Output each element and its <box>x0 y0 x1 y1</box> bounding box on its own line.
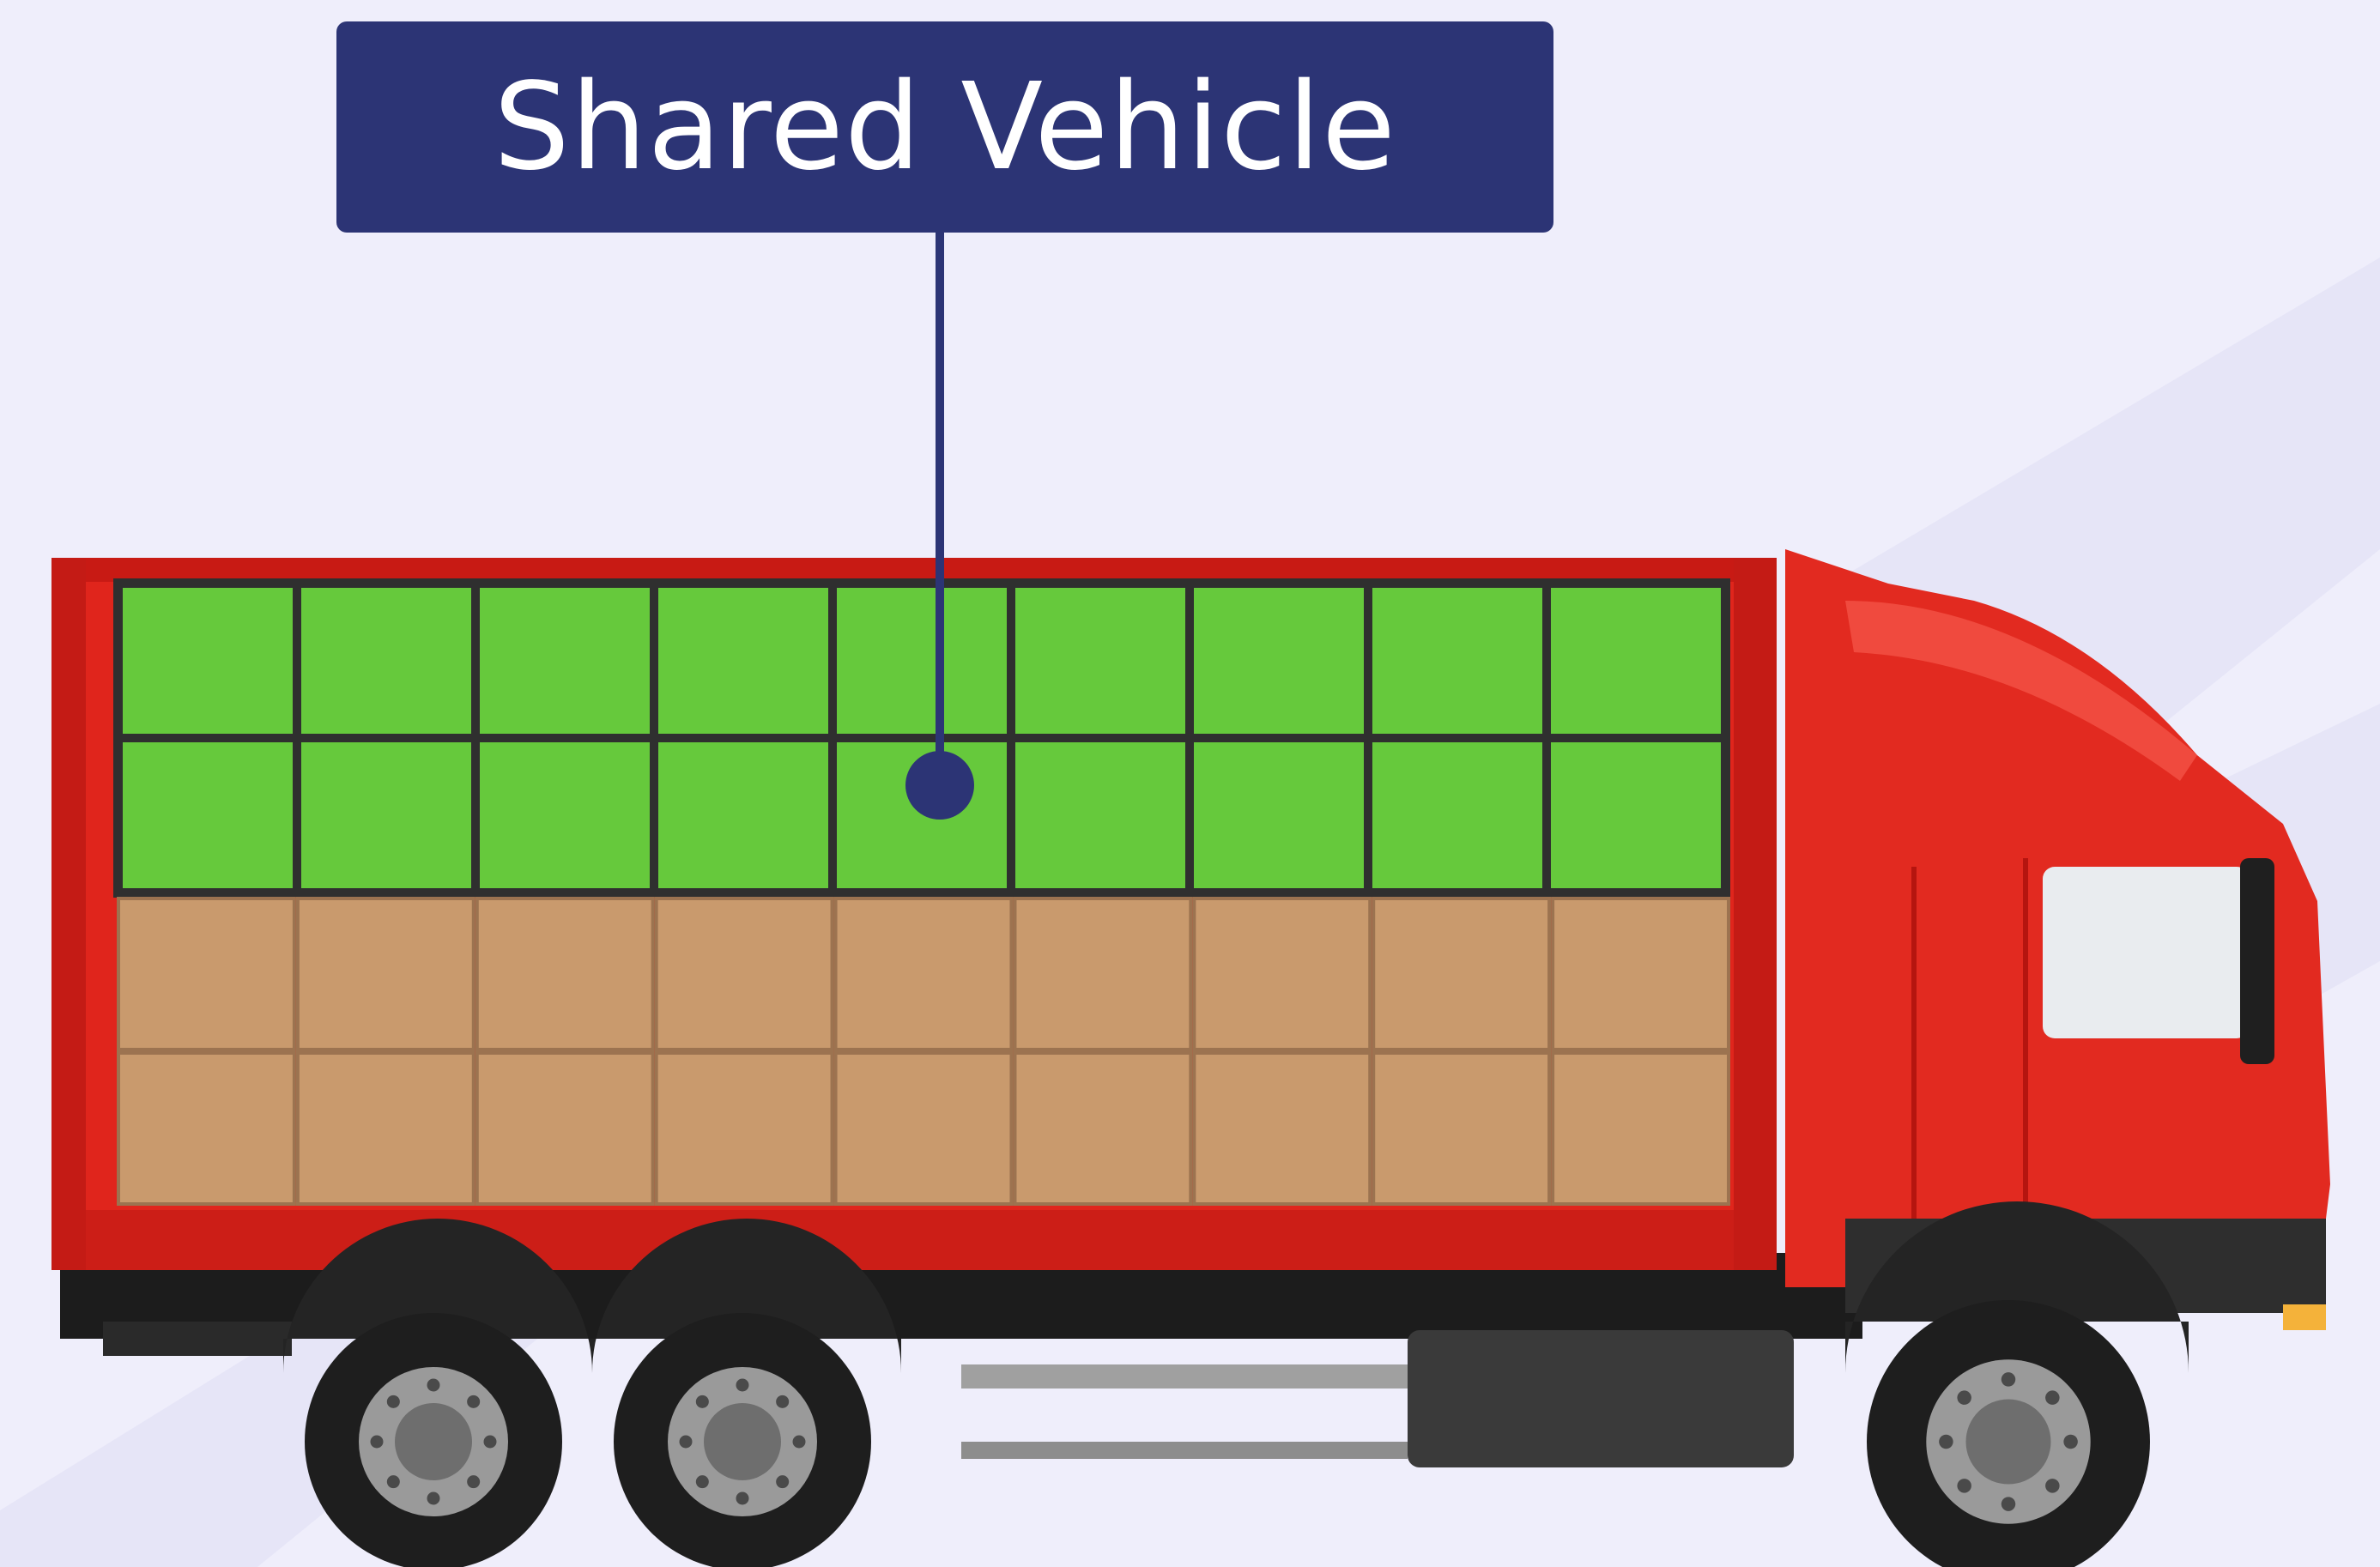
headlight <box>2283 1304 2326 1330</box>
shared-vehicle-label-text: Shared Vehicle <box>493 57 1397 197</box>
cargo-body-bottom-rail <box>51 1210 1777 1270</box>
cargo-box-icon <box>833 897 1014 1051</box>
cargo-box-icon <box>295 1051 475 1206</box>
lug-nut <box>736 1378 749 1392</box>
lug-nut <box>792 1435 806 1449</box>
lug-nut <box>386 1395 400 1408</box>
shared-space-cell <box>1372 588 1542 734</box>
lug-nut <box>776 1395 790 1408</box>
lug-nut <box>679 1435 693 1449</box>
lug-nut <box>467 1395 481 1408</box>
cargo-box-icon <box>1013 897 1193 1051</box>
shared-space-cell <box>1551 742 1721 888</box>
rear-wheel-arch <box>592 1219 901 1373</box>
lug-nut <box>1957 1390 1971 1405</box>
lug-nut <box>2063 1434 2078 1449</box>
side-guard-rail <box>961 1364 1408 1389</box>
cargo-box-icon <box>654 1051 834 1206</box>
shared-space-cell <box>301 588 471 734</box>
shared-space-cell <box>1015 588 1185 734</box>
side-mirror <box>2240 858 2274 1064</box>
wheel-icon <box>305 1313 562 1567</box>
cargo-box-icon <box>117 1051 296 1206</box>
front-wheel-arch <box>1845 1201 2189 1373</box>
rear-bumper <box>103 1322 292 1356</box>
lug-nut <box>2045 1390 2060 1405</box>
hub <box>395 1403 472 1480</box>
lug-nut <box>1939 1434 1953 1449</box>
shared-space-cell <box>1372 742 1542 888</box>
shared-space-cell <box>123 742 293 888</box>
cargo-box-icon <box>1372 897 1552 1051</box>
hub <box>704 1403 781 1480</box>
label-connector-dot <box>905 751 974 820</box>
cab-door-line <box>1911 858 2028 1236</box>
shared-space-cell <box>658 742 828 888</box>
cargo-box-icon <box>1551 897 1730 1051</box>
cargo-box-icon <box>833 1051 1014 1206</box>
shared-space-cell <box>1015 742 1185 888</box>
shared-space-cell <box>1551 588 1721 734</box>
shared-space-cell <box>301 742 471 888</box>
lug-nut <box>483 1435 497 1449</box>
fuel-tank <box>1408 1330 1794 1467</box>
hub <box>1965 1399 2051 1485</box>
lug-nut <box>695 1475 709 1489</box>
lug-nut <box>776 1475 790 1489</box>
rear-wheel-arch <box>283 1219 592 1373</box>
cargo-box-icon <box>117 897 296 1051</box>
wheel-icon <box>614 1313 871 1567</box>
shared-space-cell <box>1194 742 1364 888</box>
lug-nut <box>2001 1372 2016 1387</box>
cargo-body-front-post <box>1734 558 1777 1270</box>
cab-roof-deflector <box>1845 601 2197 781</box>
lug-nut <box>695 1395 709 1408</box>
cargo-box-icon <box>475 1051 655 1206</box>
cargo-body-roof <box>51 558 1777 582</box>
cab-window <box>2043 867 2249 1038</box>
lug-nut <box>427 1491 440 1505</box>
lug-nut <box>2045 1479 2060 1493</box>
side-guard-rail <box>961 1442 1408 1459</box>
cargo-box-icon <box>1551 1051 1730 1206</box>
shared-space-cell <box>837 588 1007 734</box>
shared-space-cell <box>480 742 650 888</box>
lug-nut <box>427 1378 440 1392</box>
shared-space-cell <box>480 588 650 734</box>
cargo-box-icon <box>1192 897 1372 1051</box>
cargo-box-icon <box>475 897 655 1051</box>
shared-space-cell <box>123 588 293 734</box>
lug-nut <box>1957 1479 1971 1493</box>
lug-nut <box>467 1475 481 1489</box>
cargo-body-rear-post <box>51 558 86 1270</box>
cargo-box-icon <box>1013 1051 1193 1206</box>
wheel-icon <box>1867 1300 2150 1567</box>
shared-space-cell <box>658 588 828 734</box>
lug-nut <box>386 1475 400 1489</box>
lug-nut <box>736 1491 749 1505</box>
cargo-box-icon <box>654 897 834 1051</box>
cargo-box-icon <box>1192 1051 1372 1206</box>
cargo-box-icon <box>1372 1051 1552 1206</box>
lug-nut <box>2001 1497 2016 1511</box>
shared-vehicle-label: Shared Vehicle <box>336 21 1553 233</box>
cargo-box-icon <box>295 897 475 1051</box>
lug-nut <box>370 1435 384 1449</box>
shared-space-cell <box>1194 588 1364 734</box>
